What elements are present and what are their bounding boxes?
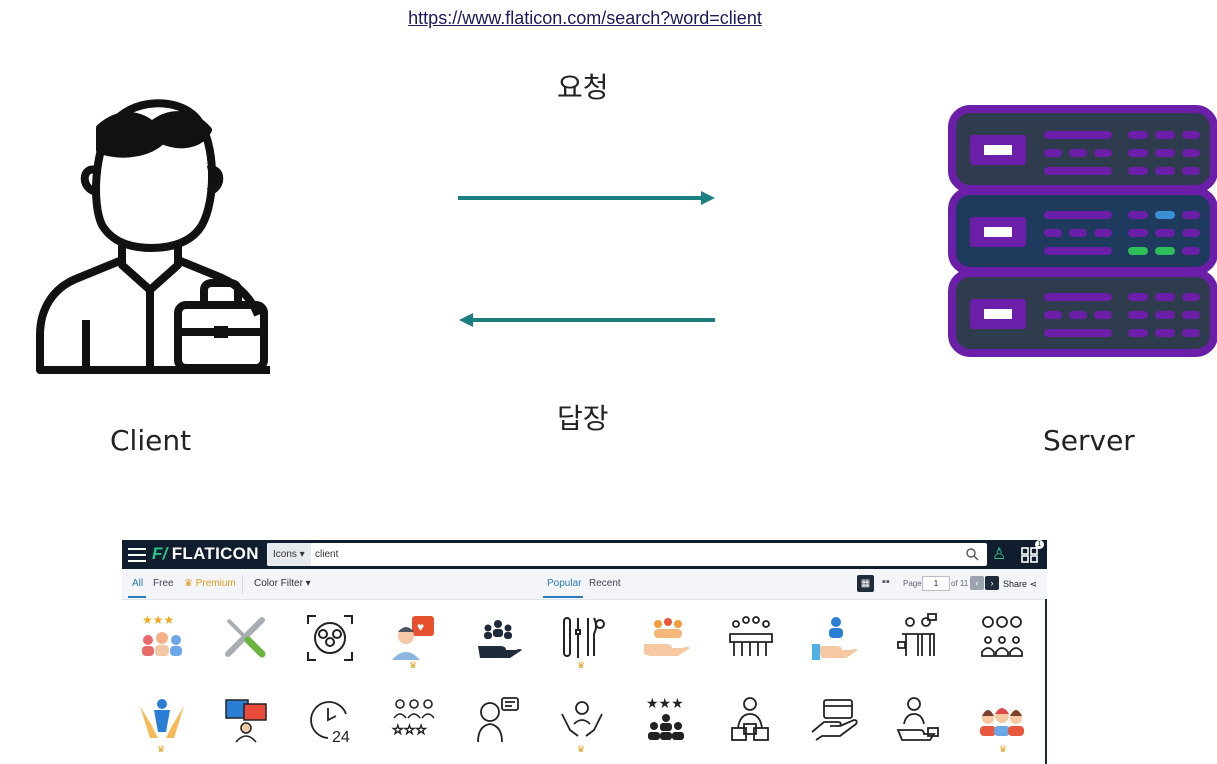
share-label: Share xyxy=(1003,579,1028,589)
color-filter-dropdown[interactable]: Color Filter ▾ xyxy=(254,578,311,589)
flaticon-search-screenshot: F/FLATICON Icons ▾ client ♙ 1 All Free ♛… xyxy=(122,540,1047,764)
hand-people-icon[interactable] xyxy=(638,610,694,666)
svg-text:♥: ♥ xyxy=(417,620,424,634)
divider xyxy=(242,575,243,593)
menu-icon[interactable] xyxy=(128,548,146,562)
server-label: Server xyxy=(1043,424,1135,457)
search-box[interactable]: Icons ▾ client xyxy=(267,543,987,566)
clock-24-icon[interactable]: 24 xyxy=(302,692,358,748)
client-label: Client xyxy=(110,424,192,457)
hands-care-icon[interactable] xyxy=(554,692,610,748)
rated-customers-icon[interactable]: ★★★ xyxy=(134,610,190,666)
tab-popular-underline xyxy=(543,596,583,598)
women-group-icon[interactable] xyxy=(974,692,1030,748)
tab-free[interactable]: Free xyxy=(153,578,174,589)
source-url-link[interactable]: https://www.flaticon.com/search?word=cli… xyxy=(408,8,762,28)
svg-text:★★★: ★★★ xyxy=(142,613,174,627)
tab-premium[interactable]: ♛ Premium xyxy=(184,578,236,589)
flaticon-mark-icon: F/ xyxy=(152,544,168,563)
search-input[interactable]: client xyxy=(315,549,339,560)
video-call-icon[interactable] xyxy=(218,692,274,748)
page-number-input[interactable]: 1 xyxy=(922,576,950,591)
tab-all[interactable]: All xyxy=(132,578,144,589)
person-box-icon[interactable] xyxy=(890,692,946,748)
search-icon[interactable] xyxy=(965,547,979,561)
share-icon: ⋖ xyxy=(1029,579,1038,589)
client-person-icon xyxy=(36,99,270,374)
large-grid-view-icon[interactable]: ▪▪ xyxy=(882,576,890,588)
svg-text:★★★: ★★★ xyxy=(646,695,684,711)
client-heart-icon[interactable]: ♥ xyxy=(386,610,442,666)
share-button[interactable]: Share ⋖ xyxy=(1003,579,1037,590)
card-hand-icon[interactable] xyxy=(806,692,862,748)
response-arrow-head xyxy=(459,313,473,327)
business-pair-icon[interactable] xyxy=(890,610,946,666)
svg-text:☆☆☆: ☆☆☆ xyxy=(392,722,427,737)
user-icon[interactable]: ♙ xyxy=(992,546,1007,563)
premium-crown-icon: ♛ xyxy=(999,744,1008,754)
location-people-icon[interactable] xyxy=(974,610,1030,666)
flaticon-logo[interactable]: F/FLATICON xyxy=(152,544,259,564)
stars-group-icon[interactable]: ★★★ xyxy=(638,692,694,748)
collections-grid-icon[interactable] xyxy=(1020,544,1040,564)
person-boxes-icon[interactable] xyxy=(722,692,778,748)
server-rack-icon xyxy=(948,105,1217,357)
next-page-button[interactable]: › xyxy=(985,576,999,590)
scroll-edge xyxy=(1045,599,1047,764)
filter-bar: All Free ♛ Premium Color Filter ▾ Popula… xyxy=(122,569,1047,600)
notification-badge: 1 xyxy=(1035,540,1044,549)
premium-crown-icon: ♛ xyxy=(577,660,586,670)
request-arrow-head xyxy=(701,191,715,205)
tools-icon[interactable] xyxy=(554,610,610,666)
flaticon-top-bar: F/FLATICON Icons ▾ client ♙ 1 xyxy=(122,540,1047,569)
svg-text:24: 24 xyxy=(332,729,350,746)
premium-crown-icon: ♛ xyxy=(409,660,418,670)
tab-all-underline xyxy=(128,596,146,598)
request-label: 요청 xyxy=(557,71,609,104)
premium-crown-icon: ♛ xyxy=(577,744,586,754)
request-response-arrows xyxy=(458,191,715,327)
consultant-chat-icon[interactable] xyxy=(470,692,526,748)
page-total: of 11 xyxy=(951,579,969,588)
grid-view-icon[interactable]: ▦ xyxy=(857,575,874,592)
wrench-screwdriver-icon[interactable] xyxy=(218,610,274,666)
prev-page-button[interactable]: ‹ xyxy=(970,576,984,590)
response-label: 답장 xyxy=(557,402,609,435)
crowd-icon[interactable] xyxy=(722,610,778,666)
hand-person-icon[interactable] xyxy=(806,610,862,666)
premium-crown-icon: ♛ xyxy=(157,744,166,754)
rating-people-icon[interactable]: ☆☆☆ xyxy=(386,692,442,748)
hand-group-icon[interactable] xyxy=(470,610,526,666)
tab-popular[interactable]: Popular xyxy=(547,578,582,589)
search-scope-select[interactable]: Icons ▾ xyxy=(267,543,311,566)
group-target-icon[interactable] xyxy=(302,610,358,666)
tab-recent[interactable]: Recent xyxy=(589,578,621,589)
page-label: Page xyxy=(903,579,922,588)
hands-person-icon[interactable] xyxy=(134,692,190,748)
flaticon-logo-text: FLATICON xyxy=(171,544,259,563)
